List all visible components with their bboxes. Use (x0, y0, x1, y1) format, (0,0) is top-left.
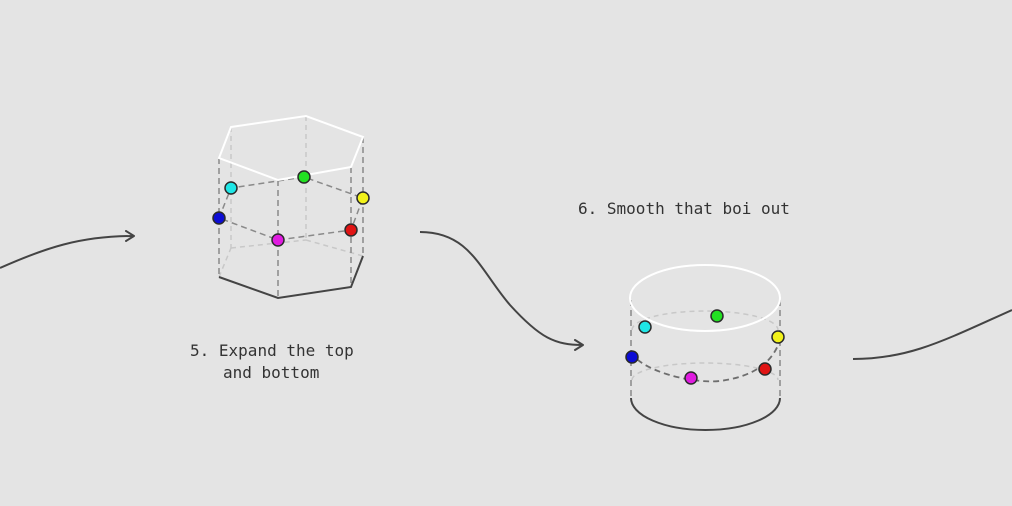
arrow-out-of-step6 (852, 309, 1012, 360)
step6-caption: 6. Smooth that boi out (578, 198, 790, 220)
hexagonal-prism (212, 114, 370, 300)
arrow-into-step5 (0, 230, 135, 269)
point-green (710, 309, 724, 323)
point-magenta (271, 233, 285, 247)
point-red (344, 223, 358, 237)
step6-number: 6. (578, 199, 598, 218)
step5-text-line2: and bottom (223, 363, 320, 382)
step5-number: 5. (190, 341, 210, 360)
point-yellow (356, 191, 370, 205)
step5-caption: 5. Expand the top and bottom (190, 340, 354, 384)
prism-top-face (217, 114, 365, 182)
point-cyan (638, 320, 652, 334)
point-blue (212, 211, 226, 225)
cylinder-bottom-edge (630, 397, 781, 431)
cylinder (625, 264, 785, 431)
prism-bottom-edge (218, 255, 364, 300)
step5-text-line1: Expand the top (218, 341, 354, 360)
point-magenta (684, 371, 698, 385)
cylinder-hidden-back-ring (631, 310, 779, 331)
cylinder-middle-ring (630, 339, 781, 383)
point-red (758, 362, 772, 376)
cylinder-mid-back-arc (631, 362, 779, 381)
step6-text: Smooth that boi out (606, 199, 790, 218)
prism-middle-ring (218, 176, 364, 241)
prism-hidden-edges (218, 116, 364, 278)
point-yellow (771, 330, 785, 344)
prism-vertical-edges (218, 137, 364, 298)
cylinder-top-face (629, 264, 781, 332)
point-cyan (224, 181, 238, 195)
point-blue (625, 350, 639, 364)
point-green (297, 170, 311, 184)
arrow-step5-to-step6 (419, 231, 584, 351)
